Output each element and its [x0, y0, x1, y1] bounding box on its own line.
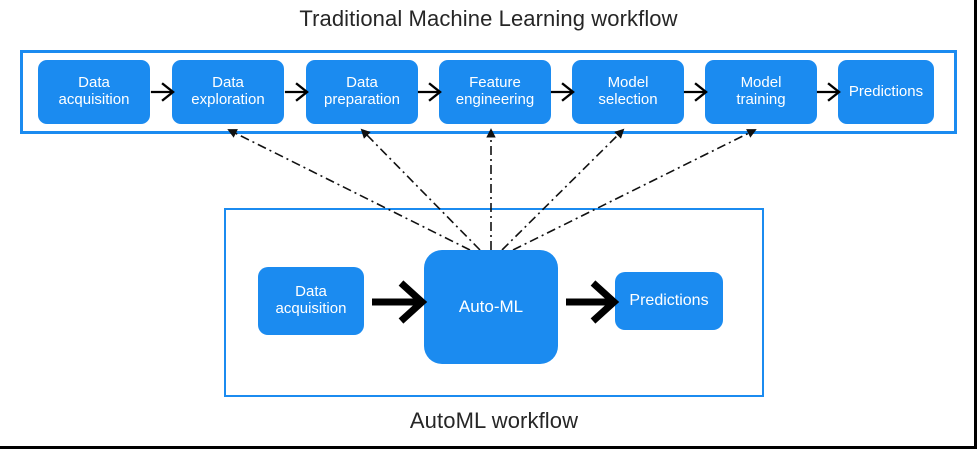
- node-predictions-automl[interactable]: Predictions: [615, 272, 723, 330]
- node-label: Data acquisition: [58, 74, 130, 108]
- node-feature-engineering[interactable]: Feature engineering: [439, 60, 551, 124]
- node-data-acquisition-automl[interactable]: Data acquisition: [258, 267, 364, 335]
- node-label: Model training: [736, 74, 786, 108]
- node-label: Feature engineering: [455, 74, 535, 108]
- node-auto-ml[interactable]: Auto-ML: [424, 250, 558, 364]
- node-label: Model selection: [598, 74, 658, 108]
- node-data-exploration[interactable]: Data exploration: [172, 60, 284, 124]
- node-label: Data exploration: [191, 74, 265, 108]
- node-model-selection[interactable]: Model selection: [572, 60, 684, 124]
- node-label: Auto-ML: [458, 297, 524, 317]
- node-data-preparation[interactable]: Data preparation: [306, 60, 418, 124]
- node-model-training[interactable]: Model training: [705, 60, 817, 124]
- node-predictions-traditional[interactable]: Predictions: [838, 60, 934, 124]
- node-label: Predictions: [848, 82, 924, 100]
- node-label: Predictions: [629, 292, 709, 310]
- page-title-automl-workflow: AutoML workflow: [409, 408, 579, 433]
- node-data-acquisition-traditional[interactable]: Data acquisition: [38, 60, 150, 124]
- node-label: Data acquisition: [275, 283, 347, 317]
- page-title-traditional-workflow: Traditional Machine Learning workflow: [299, 6, 678, 31]
- node-label: Data preparation: [324, 74, 400, 108]
